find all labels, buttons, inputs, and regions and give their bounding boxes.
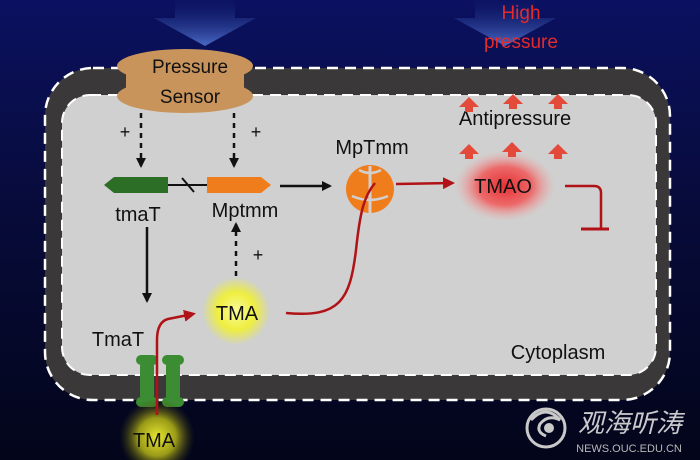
tma-outside-label: TMA bbox=[133, 430, 176, 452]
gene-mptmm-label: Mptmm bbox=[212, 200, 279, 222]
watermark-url: NEWS.OUC.EDU.CN bbox=[576, 443, 682, 455]
plus-sign-3: + bbox=[253, 245, 264, 265]
tmao-label: TMAO bbox=[474, 176, 532, 198]
antipressure-label: Antipressure bbox=[459, 108, 571, 130]
mptmm-to-tmao-arrow bbox=[395, 177, 455, 190]
tmat-protein-label: TmaT bbox=[92, 329, 144, 351]
tmao-glow bbox=[455, 151, 555, 221]
mptmm-protein-label: MpTmm bbox=[335, 137, 408, 159]
high-pressure-label-line1: High bbox=[501, 3, 540, 24]
plus-sign-1: + bbox=[120, 122, 131, 142]
tma-outside-glow bbox=[119, 399, 195, 460]
pressure-arrow-right bbox=[454, 0, 556, 46]
sensor-label-line2: Sensor bbox=[160, 87, 221, 108]
sensor-label-line1: Pressure bbox=[152, 57, 228, 78]
antipressure-arrows bbox=[459, 94, 568, 159]
tma-to-mptmm-curve bbox=[285, 182, 376, 316]
tma-inside-label: TMA bbox=[216, 303, 259, 325]
plus-sign-2: + bbox=[251, 122, 262, 142]
high-pressure-label-line2: pressure bbox=[484, 32, 558, 53]
gene-break-mark bbox=[181, 177, 195, 193]
tmao-inhibition-line bbox=[565, 184, 603, 228]
watermark-logo bbox=[525, 407, 567, 449]
watermark-chinese: 观海听涛 bbox=[578, 409, 686, 439]
tma-uptake-arrow bbox=[155, 309, 196, 415]
pressure-sensor bbox=[117, 49, 253, 113]
cytoplasm-outline-dashed bbox=[61, 94, 657, 376]
tma-inside-glow bbox=[202, 277, 270, 345]
pressure-arrow-left bbox=[154, 0, 256, 46]
membrane-outline-dashed bbox=[43, 66, 672, 402]
gene-tmat-label: tmaT bbox=[115, 204, 161, 226]
gene-mptmm bbox=[207, 177, 271, 193]
cytoplasm-label: Cytoplasm bbox=[511, 342, 605, 364]
gene-tmat bbox=[104, 177, 168, 193]
